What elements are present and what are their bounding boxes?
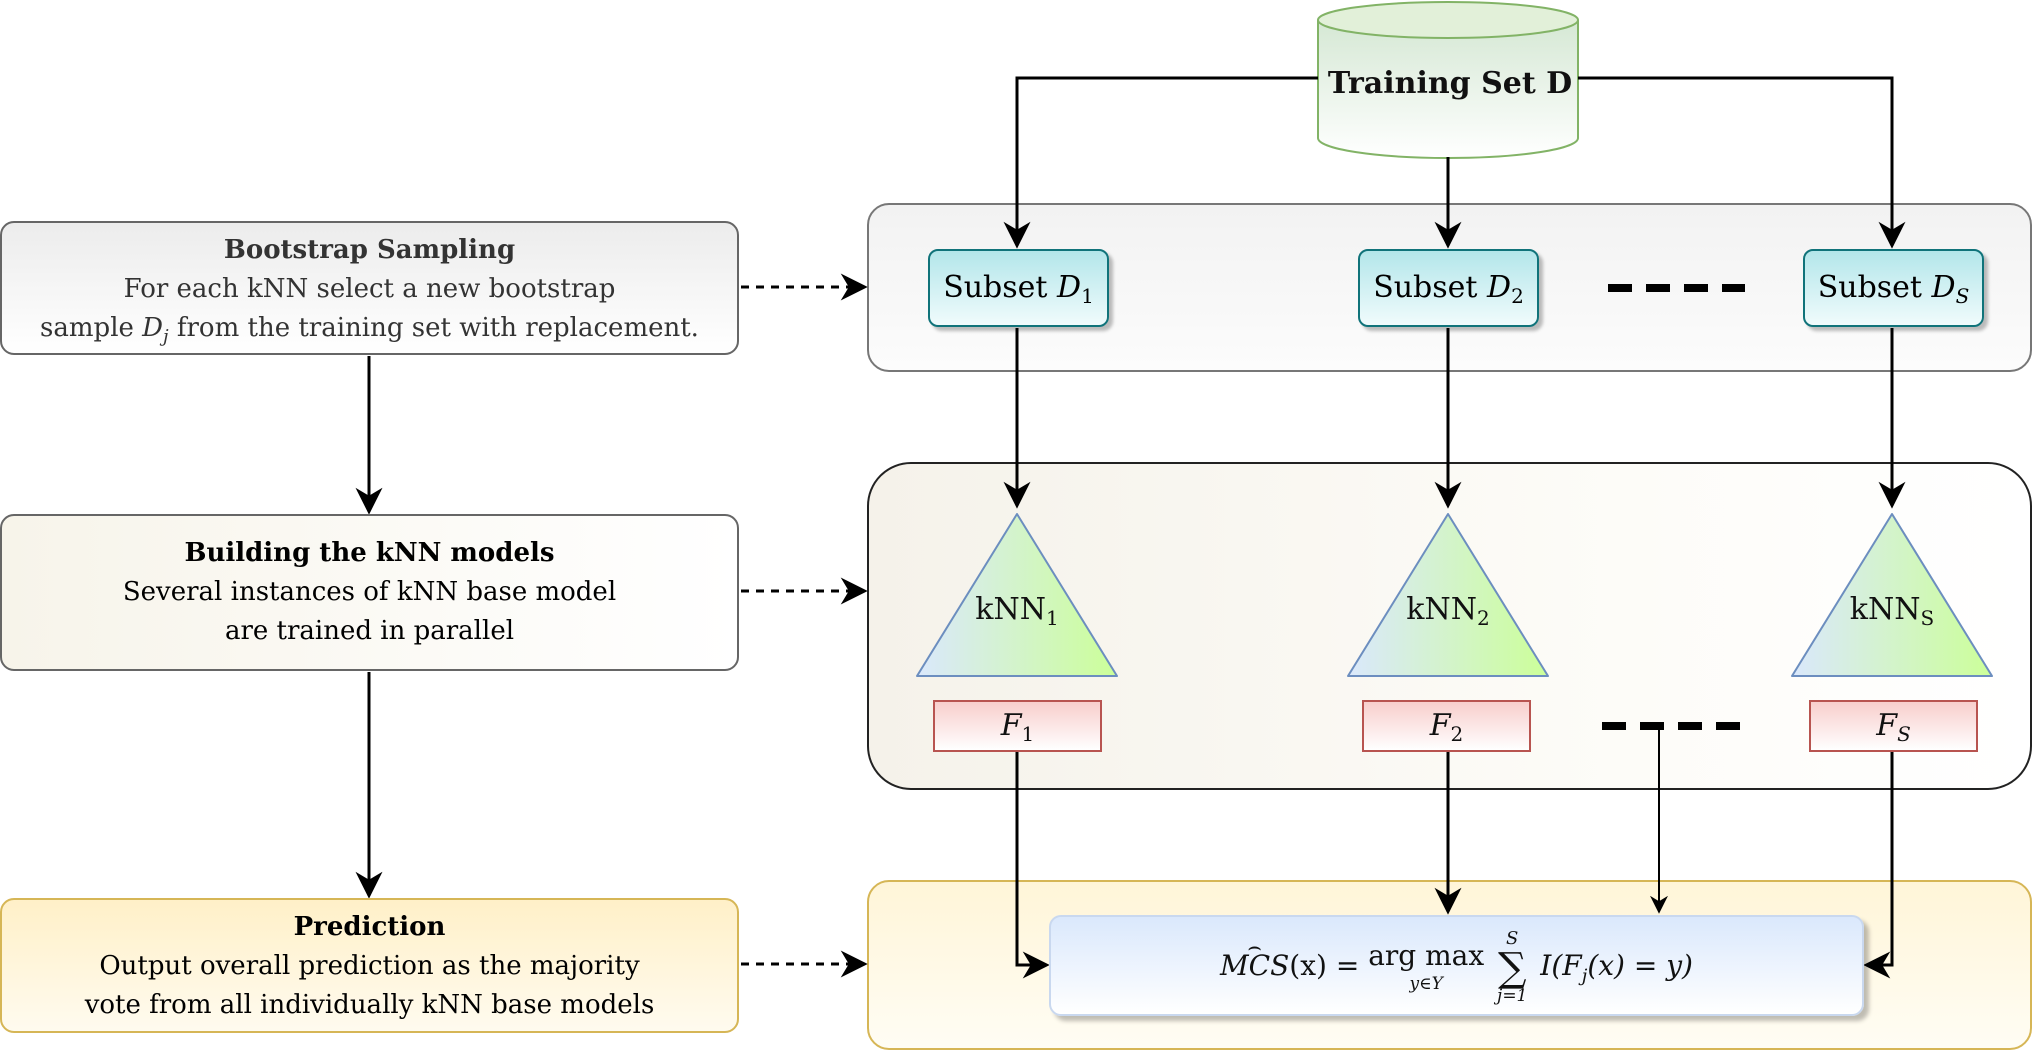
formula-argmax: arg max y∈Y — [1368, 939, 1485, 994]
bootstrap-line-2: sample Dj from the training set with rep… — [40, 313, 699, 348]
function-box-2: F2 — [1362, 700, 1531, 752]
building-models-box: Building the kNN models Several instance… — [0, 514, 739, 671]
prediction-line-1: Output overall prediction as the majorit… — [99, 951, 640, 981]
knn-1-label: kNN1 — [975, 592, 1059, 630]
prediction-box: Prediction Output overall prediction as … — [0, 898, 739, 1033]
knn-2-triangle — [1347, 513, 1549, 677]
bootstrap-title: Bootstrap Sampling — [223, 235, 516, 265]
subset-box-1: Subset D1 — [928, 249, 1109, 327]
arrow-f1-to-formula — [1015, 752, 1050, 979]
prediction-title: Prediction — [293, 912, 446, 942]
training-set-database-icon — [1317, 1, 1579, 159]
subset-box-s: Subset DS — [1803, 249, 1984, 327]
majority-vote-formula-box: ⌢ MCS (x) = arg max y∈Y S ∑ j=1 I(Fj(x) … — [1049, 915, 1864, 1016]
knn-2-label: kNN2 — [1406, 592, 1490, 630]
bootstrap-line-1: For each kNN select a new bootstrap — [123, 274, 616, 304]
knn-s-label: kNNS — [1849, 592, 1935, 630]
function-box-1: F1 — [933, 700, 1102, 752]
majority-vote-formula: ⌢ MCS (x) = arg max y∈Y S ∑ j=1 I(Fj(x) … — [1220, 928, 1693, 1006]
formula-lhs: ⌢ MCS — [1220, 935, 1290, 982]
build-line-1: Several instances of kNN base model — [122, 577, 617, 607]
function-box-s: FS — [1809, 700, 1978, 752]
prediction-line-2: vote from all individually kNN base mode… — [84, 990, 655, 1020]
knn-s-triangle — [1791, 513, 1993, 677]
bootstrap-sampling-box: Bootstrap Sampling For each kNN select a… — [0, 221, 739, 355]
arrow-db-to-subset-s — [1578, 76, 1906, 249]
subset-box-2: Subset D2 — [1358, 249, 1539, 327]
arrow-db-to-subset-1 — [1003, 76, 1318, 249]
training-set-label: Training Set D — [1327, 66, 1573, 101]
arrow-fs-to-formula — [1863, 752, 1894, 979]
build-line-2: are trained in parallel — [224, 616, 515, 646]
build-title: Building the kNN models — [184, 538, 555, 568]
knn-1-triangle — [916, 513, 1118, 677]
formula-sum: S ∑ j=1 — [1497, 928, 1528, 1006]
